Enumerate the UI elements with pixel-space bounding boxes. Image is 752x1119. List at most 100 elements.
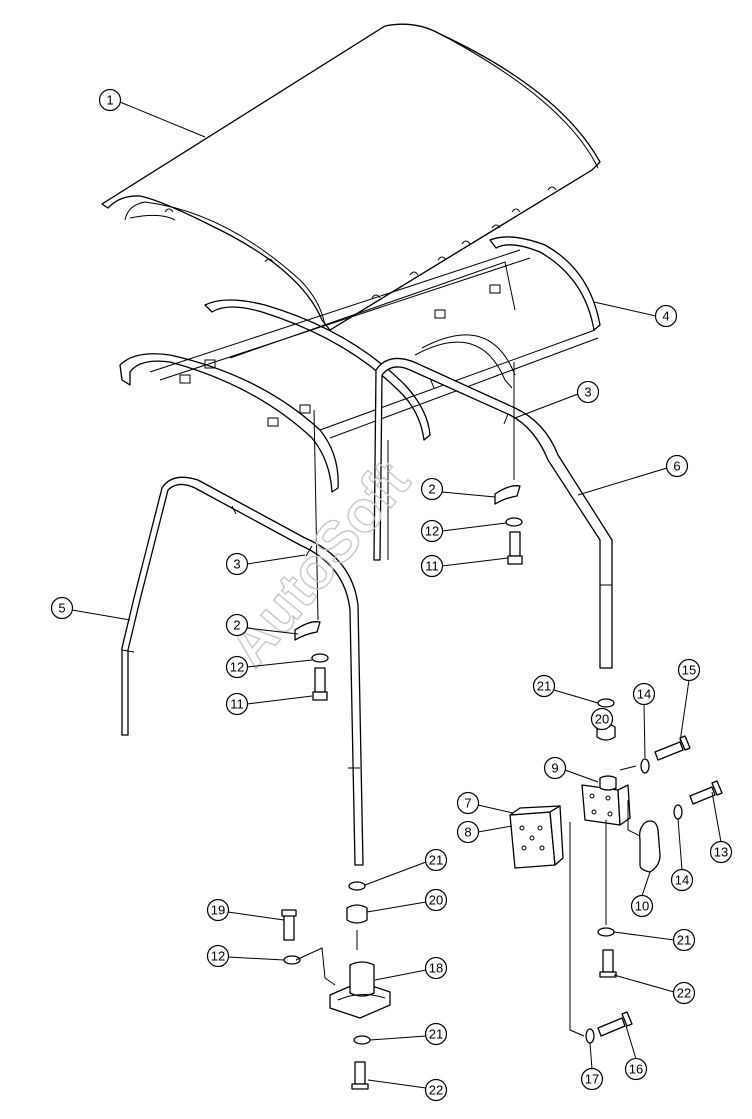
callout-11a: 11 <box>420 554 509 578</box>
right-tube <box>373 357 613 669</box>
callout-number: 19 <box>211 903 225 918</box>
callout-leader <box>514 393 579 419</box>
callout-number: 5 <box>58 601 65 616</box>
callout-number: 2 <box>233 618 240 633</box>
callout-leader <box>564 769 599 783</box>
canopy-roof <box>101 23 601 331</box>
callout-circle <box>424 1078 448 1102</box>
callout-number: 21 <box>429 853 443 868</box>
fasteners <box>281 485 723 1090</box>
bracket <box>581 775 631 826</box>
callout-circle <box>665 454 689 478</box>
callout-circle <box>225 613 249 637</box>
callout-number: 12 <box>230 660 244 675</box>
callout-circle <box>543 756 567 780</box>
callout-21b: 21 <box>364 848 448 886</box>
callout-number: 11 <box>425 559 439 574</box>
callout-2a: 2 <box>420 477 496 501</box>
callout-21a: 21 <box>532 674 599 704</box>
callout-circle <box>672 981 696 1005</box>
callout-leader <box>613 974 675 993</box>
callout-13: 13 <box>709 791 733 864</box>
callout-circle <box>672 928 696 952</box>
callout-9: 9 <box>543 756 599 783</box>
callout-leader <box>246 659 313 668</box>
callout-leader <box>477 804 514 814</box>
callout-leader <box>366 901 427 913</box>
callout-circle <box>670 868 694 892</box>
callout-number: 1 <box>106 93 113 108</box>
callout-circle <box>576 380 600 404</box>
callout-number: 9 <box>551 761 558 776</box>
callout-number: 17 <box>585 1072 599 1087</box>
callout-circle <box>420 477 444 501</box>
callout-14a: 14 <box>632 682 656 759</box>
callout-number: 22 <box>429 1083 443 1098</box>
callout-circle <box>50 596 74 620</box>
callout-12a: 12 <box>420 519 507 543</box>
callout-number: 21 <box>677 933 691 948</box>
callout-leader <box>613 931 675 941</box>
callout-circle <box>630 894 654 918</box>
callout-circle <box>456 820 480 844</box>
callout-leader <box>227 911 285 921</box>
callout-number: 6 <box>673 459 680 474</box>
callout-number: 10 <box>635 899 649 914</box>
callout-leader <box>577 467 668 496</box>
callout-number: 21 <box>429 1027 443 1042</box>
callout-circle <box>580 1067 604 1091</box>
callout-number: 18 <box>429 961 443 976</box>
callout-1: 1 <box>98 88 206 138</box>
callout-leader <box>369 1035 427 1041</box>
callout-number: 14 <box>675 873 689 888</box>
callout-leader <box>246 695 313 705</box>
callout-19: 19 <box>206 898 285 922</box>
callout-leader <box>364 861 427 886</box>
callout-leader <box>711 791 722 843</box>
callout-circle <box>420 519 444 543</box>
callout-circle <box>532 674 556 698</box>
callout-leader <box>643 703 646 759</box>
callout-18: 18 <box>374 956 448 981</box>
callout-11b: 11 <box>225 692 313 716</box>
callout-leader <box>441 557 509 567</box>
callout-number: 14 <box>637 687 651 702</box>
callout-circle <box>206 944 230 968</box>
callout-5: 5 <box>50 596 131 621</box>
callout-number: 12 <box>425 524 439 539</box>
callout-circle <box>677 658 701 682</box>
callout-number: 13 <box>714 845 728 860</box>
callout-leader <box>71 609 131 621</box>
callout-circle <box>709 840 733 864</box>
callout-6: 6 <box>577 454 689 496</box>
callout-number: 11 <box>230 697 244 712</box>
callout-circle <box>590 707 614 731</box>
callout-10: 10 <box>630 871 654 918</box>
callout-circle <box>420 554 444 578</box>
callout-circle <box>424 956 448 980</box>
callout-21c: 21 <box>613 928 696 952</box>
callout-number: 4 <box>662 309 669 324</box>
callout-leader <box>679 679 690 743</box>
callout-14b: 14 <box>670 818 694 892</box>
callout-circle <box>225 692 249 716</box>
callout-number: 15 <box>682 663 696 678</box>
u-handle <box>638 820 661 873</box>
callout-16: 16 <box>624 1025 648 1081</box>
callout-leader <box>119 101 206 138</box>
callout-leader <box>246 554 306 565</box>
callout-2b: 2 <box>225 613 299 637</box>
callout-circle <box>624 1057 648 1081</box>
callout-8: 8 <box>456 820 513 844</box>
callout-number: 8 <box>464 825 471 840</box>
callout-leader <box>441 491 496 498</box>
callout-number: 2 <box>428 482 435 497</box>
callout-circle <box>206 898 230 922</box>
callout-leader <box>553 689 599 704</box>
callout-20b: 20 <box>366 888 448 913</box>
mounting-plate <box>509 805 564 869</box>
callout-17: 17 <box>580 1042 604 1091</box>
callout-number: 21 <box>537 679 551 694</box>
callout-number: 7 <box>464 796 471 811</box>
